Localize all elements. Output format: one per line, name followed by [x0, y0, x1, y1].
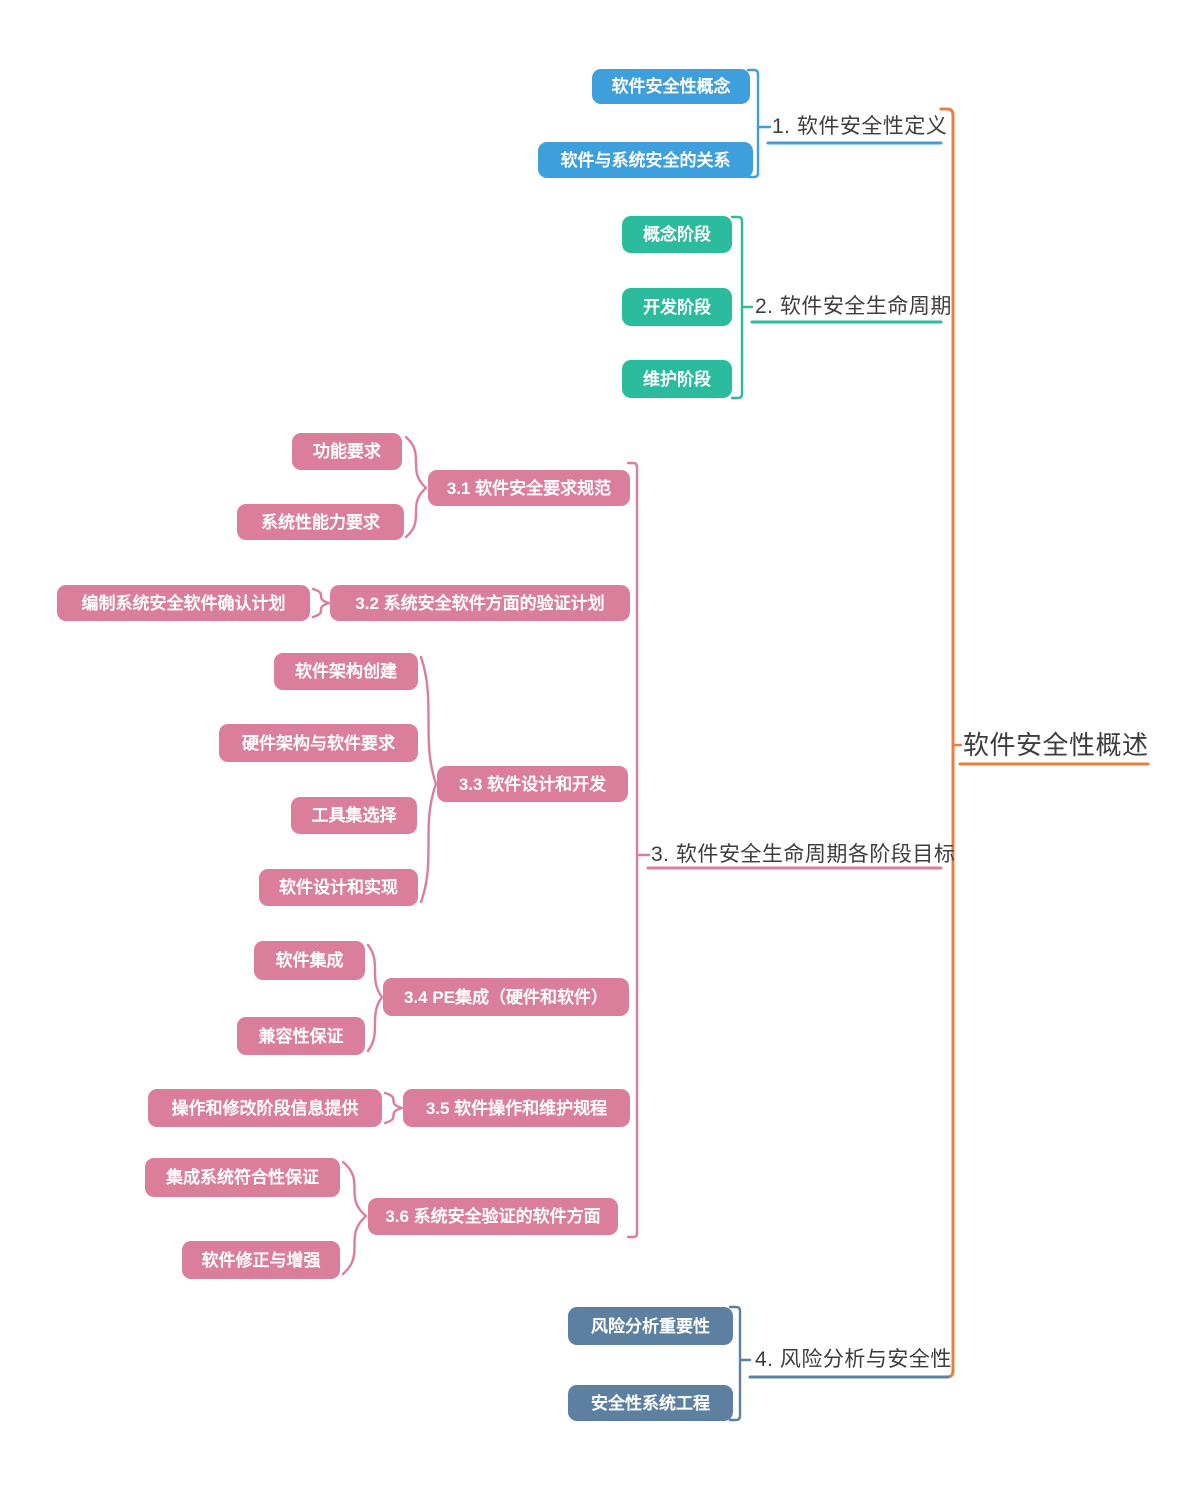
node-software-design-implementation[interactable]: 软件设计和实现 [259, 869, 418, 906]
node-operation-modification-info[interactable]: 操作和修改阶段信息提供 [148, 1089, 382, 1127]
branch-label-1[interactable]: 1. 软件安全性定义 [772, 115, 948, 138]
node-software-system-safety-relation[interactable]: 软件与系统安全的关系 [538, 142, 753, 178]
node-3-2-verification-plan[interactable]: 3.2 系统安全软件方面的验证计划 [330, 585, 630, 621]
node-functional-requirements[interactable]: 功能要求 [292, 433, 402, 470]
node-3-1-requirements-spec[interactable]: 3.1 软件安全要求规范 [428, 470, 630, 506]
node-toolset-selection[interactable]: 工具集选择 [291, 797, 417, 834]
node-software-integration[interactable]: 软件集成 [254, 941, 365, 980]
brace-3-6 [341, 1160, 368, 1276]
brace-3-3 [419, 655, 438, 904]
node-software-safety-concept[interactable]: 软件安全性概念 [592, 69, 750, 104]
node-maintenance-phase[interactable]: 维护阶段 [622, 360, 732, 398]
branch-label-4[interactable]: 4. 风险分析与安全性 [755, 1348, 952, 1371]
branch-label-2[interactable]: 2. 软件安全生命周期 [755, 295, 952, 318]
node-hardware-architecture-software-requirements[interactable]: 硬件架构与软件要求 [219, 724, 418, 762]
brace-3-5 [383, 1091, 404, 1125]
node-risk-analysis-importance[interactable]: 风险分析重要性 [568, 1307, 733, 1345]
node-3-6-verification-software-aspects[interactable]: 3.6 系统安全验证的软件方面 [368, 1198, 618, 1235]
node-development-phase[interactable]: 开发阶段 [622, 288, 732, 326]
branch-label-3[interactable]: 3. 软件安全生命周期各阶段目标 [651, 843, 956, 866]
node-software-architecture-creation[interactable]: 软件架构创建 [274, 653, 418, 690]
branch3-bracket [626, 461, 651, 1239]
node-validation-plan-preparation[interactable]: 编制系统安全软件确认计划 [57, 585, 310, 621]
node-integrated-system-conformance[interactable]: 集成系统符合性保证 [145, 1158, 340, 1197]
node-software-correction-enhancement[interactable]: 软件修正与增强 [182, 1241, 340, 1279]
brace-3-2 [311, 587, 331, 619]
node-3-4-pe-integration[interactable]: 3.4 PE集成（硬件和软件） [383, 978, 629, 1016]
root-topic[interactable]: 软件安全性概述 [963, 730, 1149, 760]
node-3-5-operation-maintenance[interactable]: 3.5 软件操作和维护规程 [403, 1089, 630, 1127]
branch1-bracket [746, 68, 772, 179]
brace-3-4 [366, 943, 384, 1053]
node-3-3-design-development[interactable]: 3.3 软件设计和开发 [437, 766, 628, 802]
node-systematic-capability-requirements[interactable]: 系统性能力要求 [237, 504, 404, 540]
branch2-bracket [730, 215, 754, 400]
node-compatibility-assurance[interactable]: 兼容性保证 [237, 1017, 365, 1055]
node-concept-phase[interactable]: 概念阶段 [622, 216, 732, 253]
brace-3-1 [404, 435, 428, 539]
branch4-bracket [728, 1305, 752, 1422]
node-safety-system-engineering[interactable]: 安全性系统工程 [568, 1385, 733, 1421]
